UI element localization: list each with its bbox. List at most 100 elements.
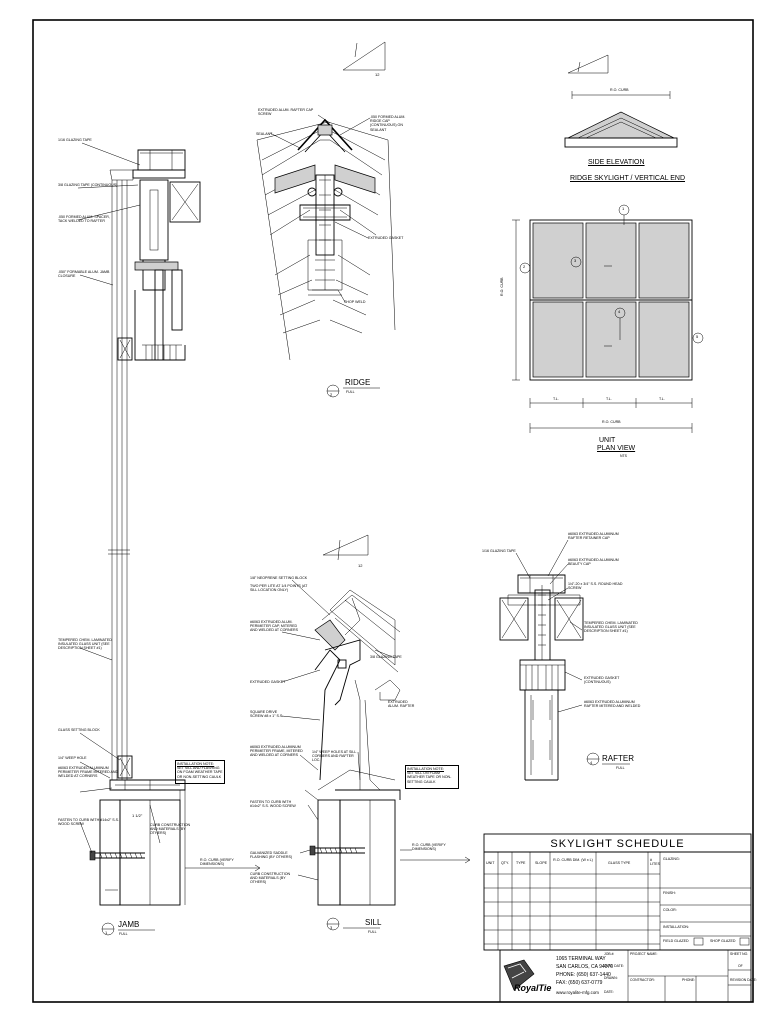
sill-note: EXTRUDED GASKET — [250, 680, 286, 684]
schedule-col: GLASS TYPE — [608, 861, 631, 865]
plan-title-1: UNIT — [599, 437, 616, 444]
plan-view — [512, 204, 704, 433]
logo-text: RoyalTie — [514, 983, 552, 993]
rafter-title: RAFTER — [602, 754, 634, 763]
sill-install-note-box: INSTALLATION NOTE: SET SILL ON FOAM WEAT… — [405, 765, 459, 789]
ridge-note: EXTRUDED ALUM. RAFTER CAP SCREW — [258, 108, 314, 117]
jamb-install-note-box: INSTALLATION NOTE: SET SILL AND FLASHING… — [175, 760, 225, 784]
schedule-col: QTY. — [501, 861, 509, 865]
schedule-col: UNIT — [486, 861, 495, 865]
company-web: www.royalite-mfg.com — [556, 990, 599, 995]
ridge-scale: FULL — [346, 390, 355, 394]
plan-scale: NTS — [620, 454, 627, 458]
plan-bubble: 5 — [696, 334, 699, 339]
sill-note: FASTEN TO CURB WITH #14x2" S.S. WOOD SCR… — [250, 800, 296, 809]
side-elevation — [564, 54, 678, 148]
tb-cell-label: PROJECT NAME: — [630, 952, 658, 956]
tb-cell-label: DWG. DATE: — [604, 964, 624, 968]
plan-bay: T.L. — [606, 397, 612, 401]
jamb-note: FASTEN TO CURB WITH #14x2" S.S. WOOD SCR… — [58, 818, 120, 827]
jamb-note: 1/16 GLAZING TAPE — [58, 138, 92, 142]
sill-note: 3/8 GLAZING TAPE — [370, 655, 402, 659]
elevation-title: SIDE ELEVATION — [588, 159, 645, 166]
sill-note: CURB CONSTRUCTION AND MATERIALS (BY OTHE… — [250, 872, 291, 885]
company-address-2: SAN CARLOS, CA 94070 — [556, 964, 613, 970]
tb-cell-label: CONTRACTOR: — [630, 978, 655, 982]
ridge-section-num: 2 — [330, 392, 333, 397]
jamb-section-num: 1 — [105, 930, 108, 935]
sill-pitch: 12 — [358, 563, 363, 568]
sill-note: TWO PER LITE AT 1/4 POINTS (AT SILL LOCA… — [250, 584, 308, 593]
elevation-subtitle: RIDGE SKYLIGHT / VERTICAL END — [570, 175, 686, 182]
tb-cell-label: OF — [738, 964, 743, 968]
company-address-1: 1065 TERMINAL WAY — [556, 956, 606, 962]
plan-side-dim: R.O. CURB — [500, 277, 504, 296]
jamb-ro-curb: R.O. CURB (VERIFY DIMENSIONS) — [200, 858, 234, 867]
jamb-curb-note: CURB CONSTRUCTION AND MATERIALS (BY OTHE… — [150, 823, 191, 836]
schedule-title: SKYLIGHT SCHEDULE — [550, 838, 685, 850]
sill-install-text: SET SILL ON FOAM WEATHER TAPE OR NON-SET… — [407, 771, 452, 784]
jamb-note: 1/4" WEEP HOLE — [58, 756, 87, 760]
plan-bottom-dim: R.O. CURB — [602, 420, 621, 424]
tb-cell-label: JOB #: — [604, 952, 615, 956]
jamb-install-text: SET SILL AND FLASHING ON FOAM WEATHER TA… — [177, 766, 223, 779]
sill-section-num: 3 — [330, 925, 333, 930]
sill-scale: FULL — [368, 930, 377, 934]
tb-cell-label: DRAWN: — [604, 976, 618, 980]
plan-bubble: 2 — [523, 264, 526, 269]
sill-note: GALVANIZED SADDLE FLASHING (BY OTHERS) — [250, 851, 293, 860]
skylight-schedule — [483, 833, 752, 951]
jamb-title: JAMB — [118, 920, 140, 929]
rafter-note: 1/16 GLAZING TAPE — [482, 549, 516, 553]
jamb-dim: 1 1/2" — [132, 813, 143, 818]
plan-bubble: 1 — [622, 206, 625, 211]
sill-note: #6063 EXTRUDED ALUM. PERIMETER CAP, MITE… — [250, 620, 298, 633]
tb-cell-label: DATE: — [604, 990, 614, 994]
jamb-scale: FULL — [119, 932, 128, 936]
sheet-border — [32, 19, 754, 1003]
rafter-note: #6063 EXTRUDED ALUMINUM BEAUTY CAP — [568, 558, 619, 567]
ridge-note: EXTRUDED GASKET — [368, 236, 404, 240]
title-block — [499, 949, 752, 1003]
ridge-note: .050 FORMED ALUM. RIDGE CAP (CONTINUOUS)… — [370, 115, 406, 132]
plan-bubble: 4 — [618, 309, 621, 314]
ridge-pitch: 12 — [375, 72, 380, 77]
tb-cell-label: SHEET NO. — [730, 952, 749, 956]
sill-note: 1/4" WEEP HOLES AT SILL CORNERS AND RAFT… — [312, 750, 357, 763]
sill-note: EXTRUDED ALUM. RAFTER — [388, 700, 415, 709]
jamb-note: #6063 EXTRUDED ALUMINUM PERIMETER FRAME … — [58, 766, 119, 779]
jamb-note: GLASS SETTING BLOCK — [58, 728, 100, 732]
schedule-side-label: GLAZING: — [663, 857, 680, 861]
ridge-title: RIDGE — [345, 378, 371, 387]
rafter-note: #6063 EXTRUDED ALUMINUM RAFTER RETAINER … — [568, 532, 619, 541]
ridge-detail — [256, 41, 396, 398]
jamb-install-title: INSTALLATION NOTE: — [177, 762, 215, 766]
schedule-col: TYPE — [516, 861, 526, 865]
rafter-note: 1/4"-20 x 3/4" S.S. ROUND HEAD SCREW — [568, 582, 623, 591]
schedule-col: SLOPE — [535, 861, 547, 865]
plan-title-2: PLAN VIEW — [597, 445, 636, 452]
jamb-note: TEMPERED CHEM. LAMINATED INSULATED GLASS… — [58, 638, 112, 651]
jamb-note: 3/8 GLAZING TAPE (CONTINUOUS) — [58, 183, 118, 187]
tb-cell-label: REVISION DATE: — [730, 978, 757, 982]
shop-glazed-label: SHOP GLAZED — [710, 939, 736, 943]
tb-cell-label: PHONE: — [682, 978, 695, 982]
rafter-note: #6063 EXTRUDED ALUMINUM RAFTER MITERED A… — [584, 700, 641, 709]
rafter-detail — [499, 539, 630, 781]
plan-bay: T.L. — [659, 397, 665, 401]
jamb-note: .050 FORMED ALUM. SPACER, TACK WELDED TO… — [58, 215, 110, 224]
schedule-col: # LITES — [650, 858, 660, 867]
rafter-note: EXTRUDED GASKET (CONTINUOUS) — [584, 676, 620, 685]
ridge-note: SHOP WELD — [344, 300, 366, 304]
ridge-note: SEALANT — [256, 132, 273, 136]
elevation-dim: R.O. CURB — [610, 88, 629, 92]
company-fax: FAX: (650) 637-0779 — [556, 980, 603, 986]
sill-note: #6063 EXTRUDED ALUMINUM PERIMETER FRAME,… — [250, 745, 303, 758]
rafter-section-num: 4 — [590, 760, 593, 765]
rafter-note: TEMPERED CHEM. LAMINATED INSULATED GLASS… — [584, 621, 638, 634]
sill-note: SQUARE DRIVE SCREW #8 x 1" S.S. — [250, 710, 284, 719]
rafter-scale: FULL — [616, 766, 625, 770]
plan-bay: T.L. — [553, 397, 559, 401]
